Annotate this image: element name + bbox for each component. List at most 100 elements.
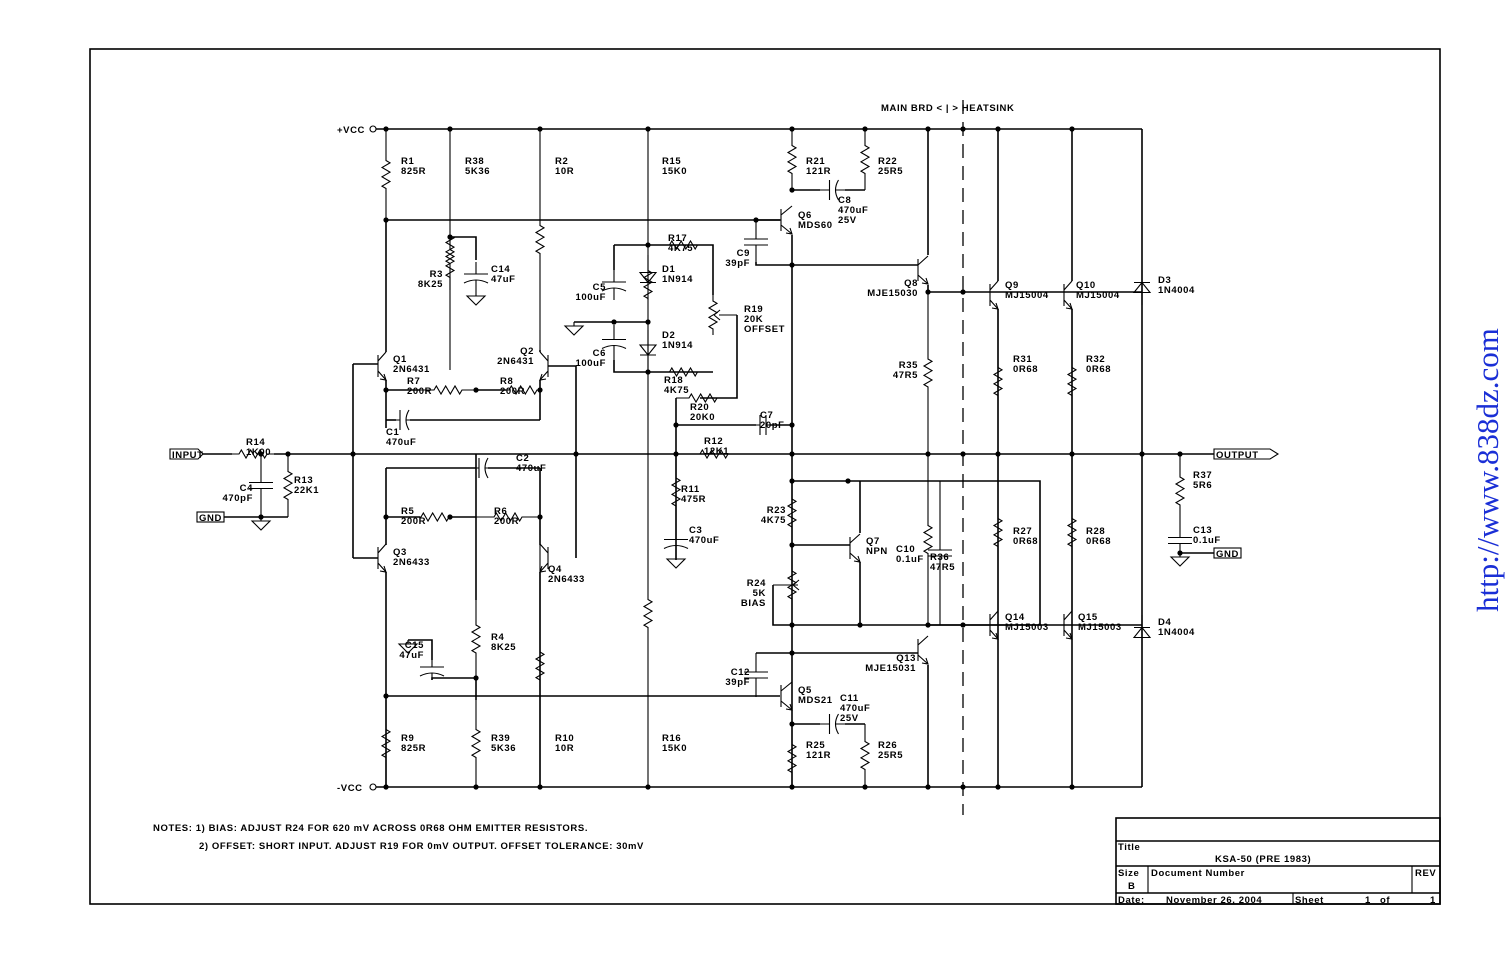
- label-r20-ref: R20: [690, 402, 709, 413]
- junction-dot: [383, 514, 389, 520]
- label-d4-ref: D4: [1158, 617, 1171, 628]
- label-r24-value: BIAS: [741, 598, 766, 609]
- label-c13-value: 0.1uF: [1193, 535, 1221, 546]
- junction-dot: [960, 451, 966, 457]
- component-symbols: [232, 129, 1192, 787]
- label-c9-ref: C9: [737, 248, 750, 259]
- resistor-r20: [676, 392, 730, 404]
- resistor-r7: [420, 384, 476, 396]
- label-r18-value: 4K75: [664, 385, 689, 396]
- label-q1-ref: Q1: [393, 354, 407, 365]
- wire: [548, 365, 577, 558]
- input-port[interactable]: INPUT: [169, 448, 204, 461]
- doc-number-label: Document Number: [1151, 868, 1245, 879]
- label-c8-ref: C8: [838, 195, 851, 206]
- label-r7-ref: R7: [407, 376, 420, 387]
- label-c7-ref: C7: [760, 410, 773, 421]
- label-r19-ref: R19: [744, 304, 763, 315]
- label-r17-value: 4K75: [668, 243, 693, 254]
- output-port[interactable]: OUTPUT: [1213, 448, 1280, 461]
- label-r23-value: 4K75: [761, 515, 786, 526]
- label-d4-value: 1N4004: [1158, 627, 1195, 638]
- sheet-border: [89, 48, 1441, 905]
- label-c8-value: 25V: [838, 215, 857, 226]
- label-c9-value: 39pF: [725, 258, 750, 269]
- label-q10-value: MJ15004: [1076, 290, 1120, 301]
- label-r28-value: 0R68: [1086, 536, 1111, 547]
- rev-label: REV: [1415, 868, 1436, 879]
- label-c14-ref: C14: [491, 264, 510, 275]
- resistor-r37: [1174, 454, 1186, 528]
- gnd-port-input[interactable]: GND: [196, 511, 225, 524]
- resistor-r35: [922, 292, 934, 454]
- label-q14-ref: Q14: [1005, 612, 1025, 623]
- resistor-r10: [534, 545, 546, 787]
- ground-icon: [563, 322, 585, 336]
- wire: [431, 677, 476, 680]
- junction-dot: [383, 387, 389, 393]
- title-value: KSA-50 (PRE 1983): [1215, 854, 1311, 865]
- label-q2-value: 2N6431: [497, 356, 534, 367]
- label-q14-value: MJ15003: [1005, 622, 1049, 633]
- watermark-text: http://www.838dz.com: [1470, 328, 1505, 612]
- label-q8-ref: Q8: [904, 278, 918, 289]
- label-d2-value: 1N914: [662, 340, 693, 351]
- label-c10-value: 0.1uF: [896, 554, 924, 565]
- resistor-r9: [380, 700, 392, 787]
- label-r21-value: 121R: [806, 166, 831, 177]
- pos-rail-terminal: [369, 125, 377, 133]
- label-r36-value: 47R5: [930, 562, 955, 573]
- label-r37-value: 5R6: [1193, 480, 1212, 491]
- ground-icon: [250, 517, 272, 531]
- capacitor-c13: [1168, 528, 1192, 553]
- label-q1-value: 2N6431: [393, 364, 430, 375]
- label-r35-ref: R35: [899, 360, 918, 371]
- junction-dot: [845, 478, 851, 484]
- size-value: B: [1128, 881, 1135, 892]
- transistor-q2: [539, 351, 549, 381]
- label-q13-value: MJE15031: [865, 663, 916, 674]
- ground-icon: [665, 555, 687, 569]
- resistor-r39: [470, 700, 482, 787]
- resistor-r28: [1066, 454, 1078, 611]
- neg-rail-terminal: [369, 783, 377, 791]
- junction-dot: [673, 422, 679, 428]
- label-q3-ref: Q3: [393, 547, 407, 558]
- resistor-r32: [1066, 309, 1078, 454]
- label-r31-value: 0R68: [1013, 364, 1038, 375]
- junction-dot: [789, 451, 795, 457]
- watermark: http://www.838dz.com: [1468, 300, 1508, 640]
- label-r14-ref: R14: [246, 437, 265, 448]
- capacitor-c3: [663, 530, 689, 555]
- label-c3-value: 470uF: [689, 535, 719, 546]
- sheet-number: 1: [1365, 895, 1371, 906]
- junction-dot: [857, 622, 863, 628]
- capacitor-c14: [463, 262, 489, 292]
- label-r2-ref: R2: [555, 156, 568, 167]
- resistor-r18: [660, 366, 707, 378]
- junction-dot: [611, 319, 617, 325]
- junction-dot: [789, 721, 795, 727]
- label-c5-ref: C5: [593, 282, 606, 293]
- label-r25-value: 121R: [806, 750, 831, 761]
- resistor-r2: [534, 129, 546, 350]
- resistor-r36: [922, 454, 934, 625]
- resistor-r31: [992, 309, 1004, 454]
- label-q9-value: MJ15004: [1005, 290, 1049, 301]
- label-r3-value: 8K25: [418, 279, 443, 290]
- label-q4-value: 2N6433: [548, 574, 585, 585]
- label-r27-ref: R27: [1013, 526, 1032, 537]
- label-d1-ref: D1: [662, 264, 675, 275]
- capacitor-c4: [249, 454, 273, 517]
- capacitor-c5: [601, 270, 627, 300]
- transistor-q10: [1063, 280, 1073, 310]
- label-r16-value: 15K0: [662, 743, 687, 754]
- label-r7-value: 200R: [407, 386, 432, 397]
- resistor-r26: [859, 724, 871, 787]
- label-c7-value: 20pF: [760, 420, 785, 431]
- label-r28-ref: R28: [1086, 526, 1105, 537]
- label-r9-value: 825R: [401, 743, 426, 754]
- label-r31-ref: R31: [1013, 354, 1032, 365]
- gnd-port-output[interactable]: GND: [1213, 547, 1242, 560]
